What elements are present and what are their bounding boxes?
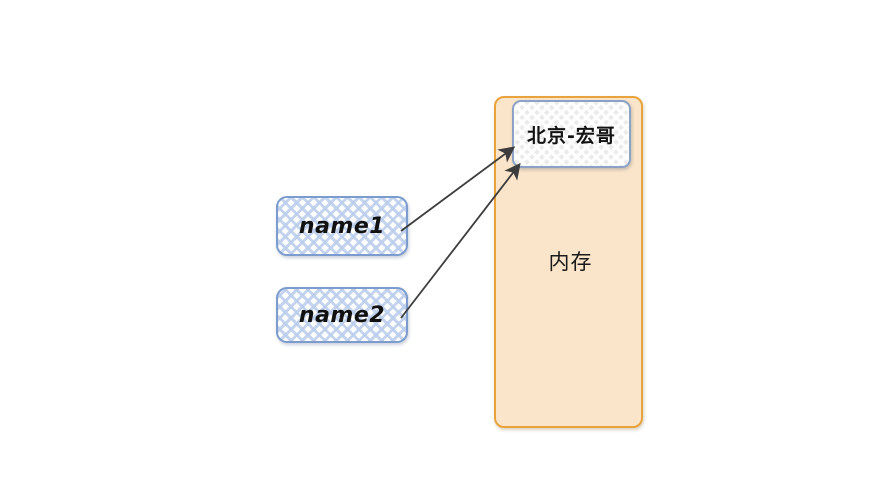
variable-box-name2: name2 xyxy=(276,287,408,343)
variable-label-name1: name1 xyxy=(298,213,386,239)
memory-label: 内存 xyxy=(548,250,593,274)
variable-box-name1: name1 xyxy=(276,196,408,256)
value-object-label: 北京-宏哥 xyxy=(527,124,616,147)
variable-label-name2: name2 xyxy=(298,302,386,328)
value-object-box: 北京-宏哥 xyxy=(512,100,631,168)
